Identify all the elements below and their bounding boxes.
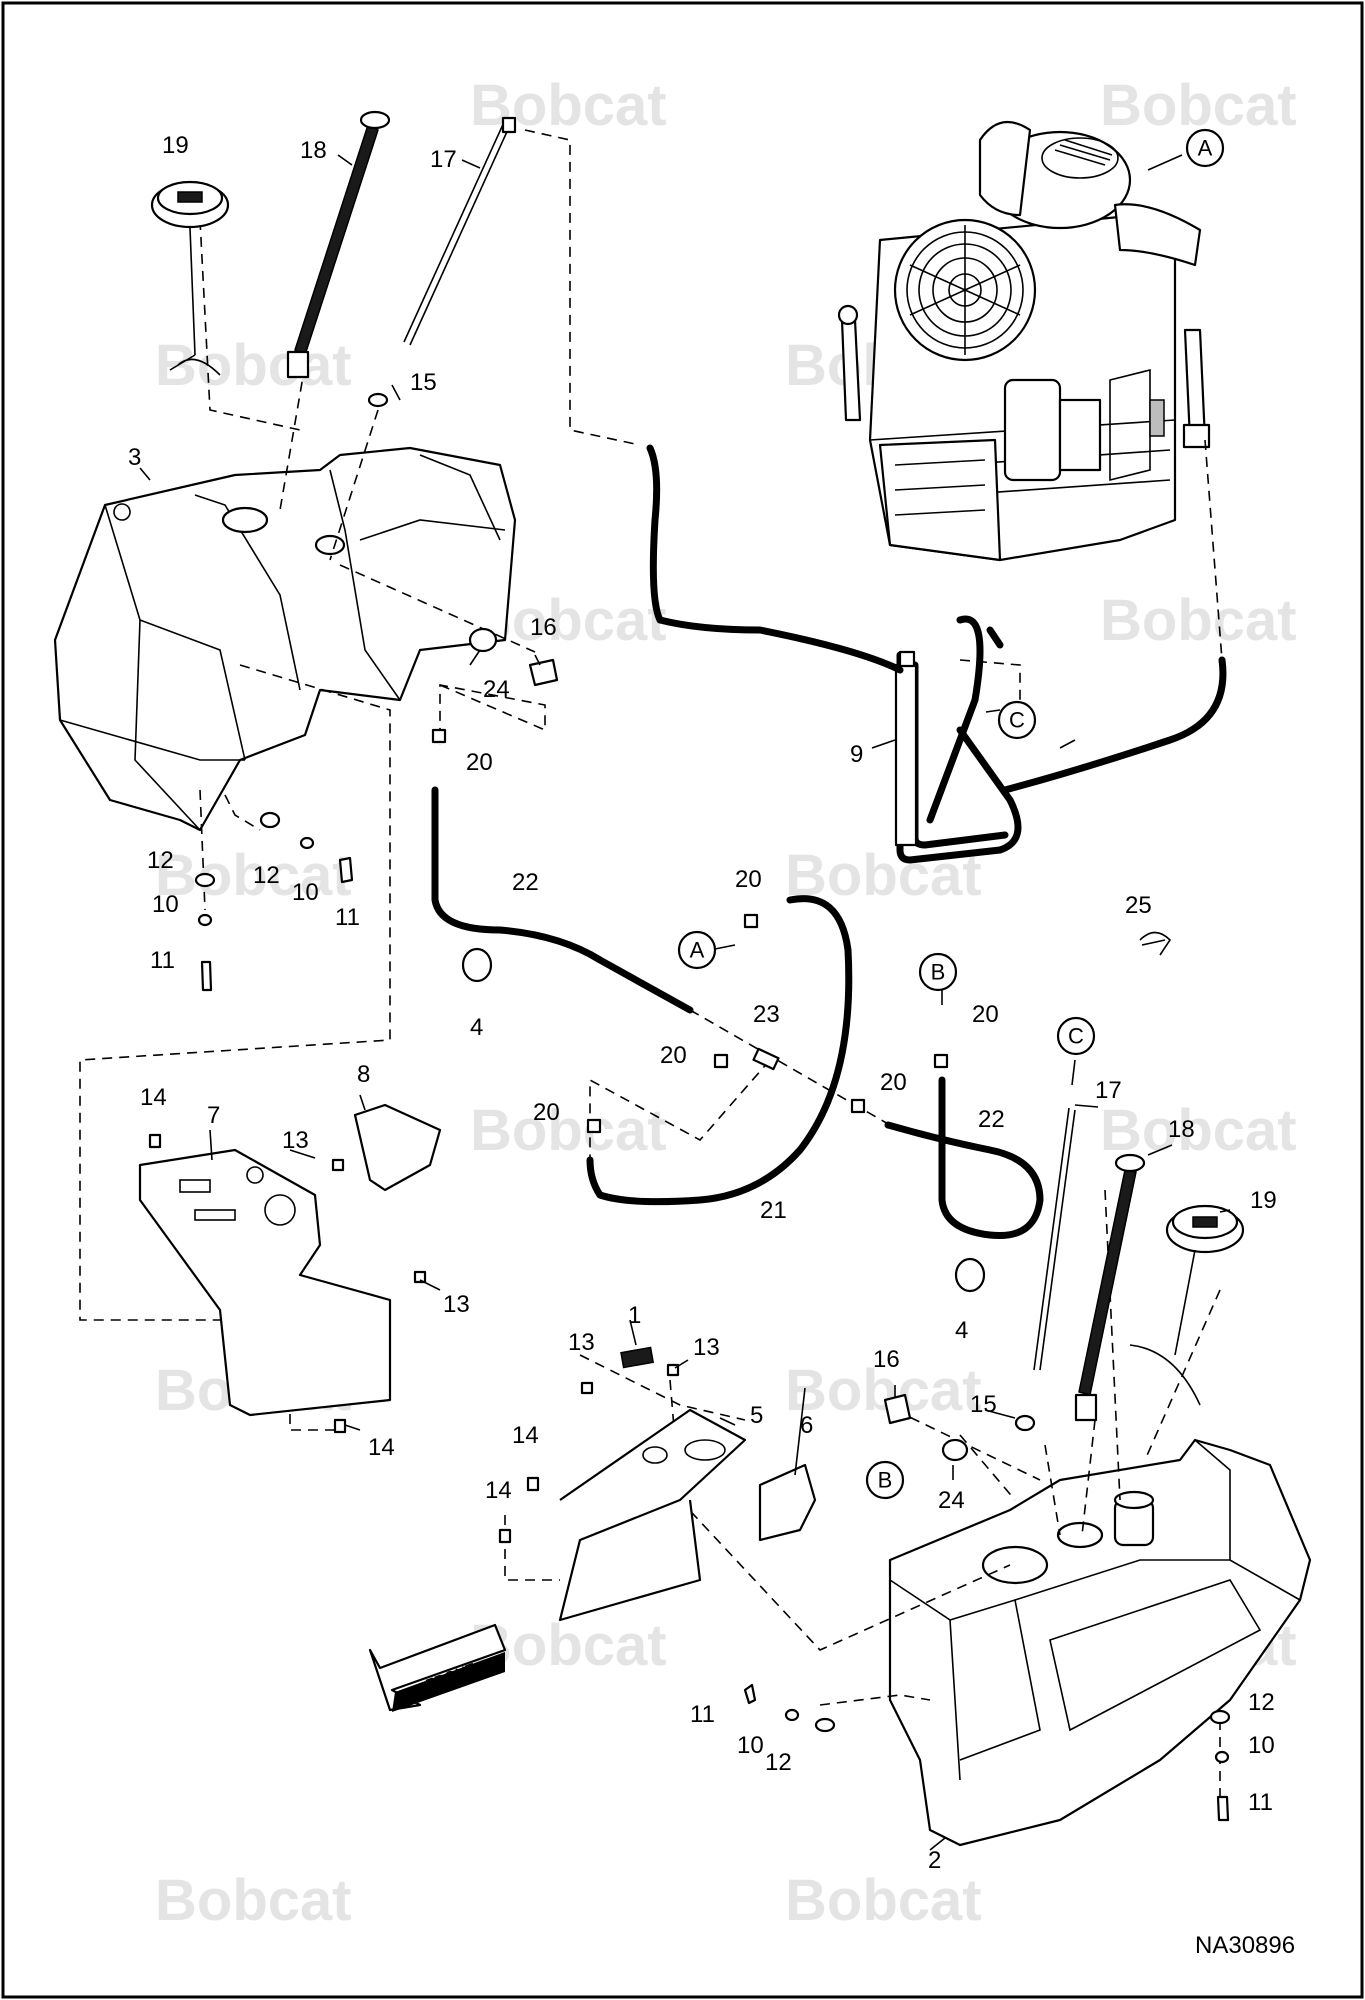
callout-label: 11 bbox=[690, 1701, 715, 1728]
callout-label: 25 bbox=[1125, 892, 1152, 919]
callout-label: 4 bbox=[470, 1014, 483, 1041]
callout-label: 14 bbox=[368, 1434, 395, 1461]
callout-label: 22 bbox=[512, 869, 539, 896]
hose-upper-left bbox=[646, 444, 904, 674]
bracket-6 bbox=[758, 1463, 817, 1542]
callout-label: 18 bbox=[1168, 1116, 1195, 1143]
watermark: Bobcat bbox=[1100, 1098, 1297, 1163]
callout-label: 19 bbox=[1250, 1187, 1277, 1214]
ref-circle-label: A bbox=[690, 938, 705, 963]
callout-label: 4 bbox=[955, 1317, 968, 1344]
fuel-tank-left bbox=[53, 446, 517, 832]
bracket-7 bbox=[138, 1148, 392, 1417]
watermark: Bobcat bbox=[155, 1868, 352, 1933]
callout-label: 20 bbox=[735, 866, 762, 893]
callout-label: 14 bbox=[512, 1422, 539, 1449]
ref-circle-label: B bbox=[878, 1468, 893, 1493]
callout-label: 20 bbox=[880, 1069, 907, 1096]
callout-label: 22 bbox=[978, 1106, 1005, 1133]
callout-label: 11 bbox=[335, 904, 360, 931]
callout-label: 13 bbox=[693, 1334, 720, 1361]
callout-numbers: 19 18 17 15 3 16 24 20 9 12 12 10 10 11 … bbox=[128, 132, 1277, 1874]
hose-21 bbox=[586, 895, 853, 1206]
callout-label: 1 bbox=[628, 1302, 641, 1329]
bracket-8 bbox=[353, 1103, 442, 1192]
callout-label: 14 bbox=[140, 1084, 167, 1111]
callout-label: 20 bbox=[972, 1001, 999, 1028]
fuel-tank-right bbox=[888, 1438, 1312, 1847]
callout-label: 20 bbox=[660, 1042, 687, 1069]
callout-label: 11 bbox=[150, 947, 175, 974]
hose-22-upper bbox=[431, 786, 694, 1014]
watermark: Bobcat bbox=[1100, 73, 1297, 138]
callout-label: 5 bbox=[750, 1402, 763, 1429]
watermark: Bobcat bbox=[155, 843, 352, 908]
callout-label: 24 bbox=[483, 676, 510, 703]
bracket-5 bbox=[558, 1408, 747, 1622]
callout-label: 20 bbox=[533, 1099, 560, 1126]
hose-22-lower bbox=[884, 1076, 1044, 1240]
watermark: Bobcat bbox=[470, 73, 667, 138]
watermark: Bobcat bbox=[470, 1098, 667, 1163]
callout-label: 11 bbox=[1248, 1789, 1273, 1816]
watermark: Bobcat bbox=[785, 1358, 982, 1423]
brackets bbox=[138, 1103, 817, 1622]
callout-label: 15 bbox=[970, 1391, 997, 1418]
callout-label: 12 bbox=[765, 1749, 792, 1776]
callout-label: 24 bbox=[938, 1487, 965, 1514]
callout-label: 6 bbox=[800, 1412, 813, 1439]
callout-label: 19 bbox=[162, 132, 189, 159]
callout-label: 15 bbox=[410, 369, 437, 396]
callout-label: 16 bbox=[873, 1346, 900, 1373]
callout-label: 14 bbox=[485, 1477, 512, 1504]
callout-label: 18 bbox=[300, 137, 327, 164]
callout-label: 3 bbox=[128, 444, 141, 471]
drawing-number: NA30896 bbox=[1195, 1932, 1295, 1959]
callout-label: 7 bbox=[207, 1102, 220, 1129]
callout-label: 16 bbox=[530, 614, 557, 641]
callout-label: 23 bbox=[753, 1001, 780, 1028]
callout-label: 8 bbox=[357, 1061, 370, 1088]
ref-circle-label: C bbox=[1009, 708, 1025, 733]
callout-label: 13 bbox=[282, 1127, 309, 1154]
callout-leaders bbox=[139, 154, 1231, 1851]
callout-label: 20 bbox=[466, 749, 493, 776]
ref-circle-label: C bbox=[1068, 1024, 1084, 1049]
callout-label: 21 bbox=[760, 1197, 787, 1224]
watermark: Bobcat bbox=[155, 333, 352, 398]
watermark: Bobcat bbox=[1100, 588, 1297, 653]
fuel-filter-assembly bbox=[894, 615, 1022, 864]
callout-label: 12 bbox=[253, 862, 280, 889]
callout-label: 17 bbox=[1095, 1077, 1122, 1104]
callout-label: 12 bbox=[1248, 1689, 1275, 1716]
ref-circle-label: A bbox=[1198, 136, 1213, 161]
callout-label: 13 bbox=[568, 1329, 595, 1356]
callout-label: 10 bbox=[737, 1732, 764, 1759]
callout-label: 2 bbox=[928, 1847, 941, 1874]
callout-label: 13 bbox=[443, 1291, 470, 1318]
callout-label: 12 bbox=[147, 847, 174, 874]
callout-label: 10 bbox=[152, 891, 179, 918]
watermark: Bobcat bbox=[785, 1868, 982, 1933]
front-arrow: FRONT bbox=[368, 1623, 507, 1712]
hose-engine-return bbox=[1001, 656, 1227, 794]
hoses bbox=[431, 444, 1227, 1240]
callout-label: 10 bbox=[1248, 1732, 1275, 1759]
engine bbox=[837, 120, 1211, 562]
reference-circles: A C A B C B bbox=[677, 128, 1225, 1500]
ref-circle-label: B bbox=[931, 960, 946, 985]
callout-label: 17 bbox=[430, 146, 457, 173]
callout-label: 9 bbox=[850, 741, 863, 768]
callout-label: 10 bbox=[292, 879, 319, 906]
small-parts bbox=[148, 110, 1245, 1822]
